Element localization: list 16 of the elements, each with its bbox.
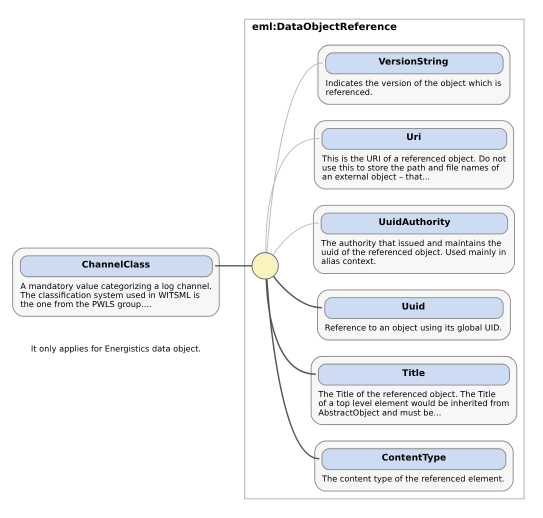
node-circle <box>251 252 278 280</box>
node-box: Title The Title of the referenced object. The Title of a top level element would be inherited from AbstractObject and must be... <box>310 356 517 426</box>
node-box: Uuid Reference to an object using its global UID. <box>316 289 510 340</box>
node-box: Uri This is the URI of a referenced object. Do not use this to store the path and file names of an external object – that... <box>313 120 514 190</box>
label: It only applies for Energistics data object. <box>30 344 200 354</box>
connector <box>272 276 322 308</box>
connector <box>266 62 323 253</box>
node-box: ChannelClass A mandatory value categorizing a log channel. The classification system used in WITSML is the one from the PWLS group.... <box>12 248 220 317</box>
connector <box>214 265 252 267</box>
connector <box>264 138 320 253</box>
connector <box>266 279 320 460</box>
node-box: UuidAuthority The authority that issued and maintains the uuid of the referenced object. Used mainly in alias context. <box>312 204 514 274</box>
node-box: ContentType The content type of the referenced element. <box>314 440 514 492</box>
node-box: VersionString Indicates the version of the object which is referenced. <box>317 44 510 105</box>
connector <box>272 222 318 256</box>
connector <box>265 279 316 375</box>
